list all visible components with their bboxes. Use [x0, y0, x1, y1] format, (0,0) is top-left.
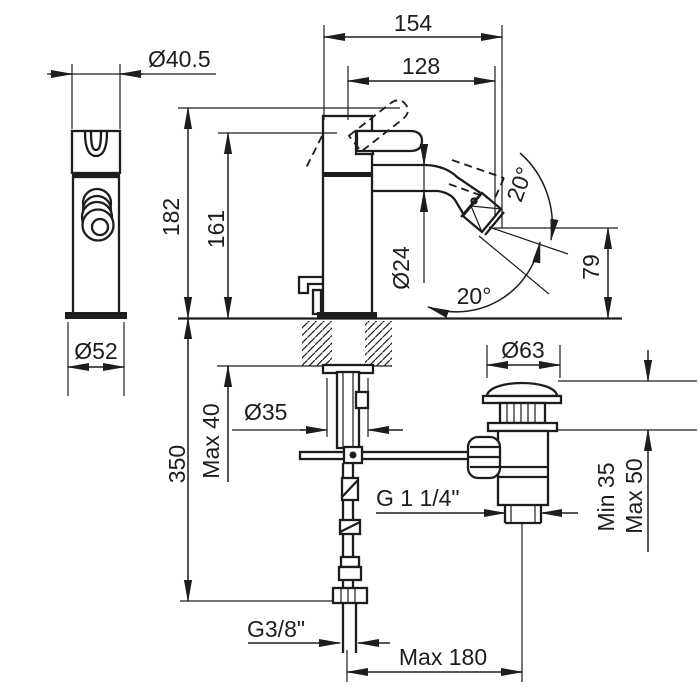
- dim-spout-diameter: Ø24: [388, 144, 429, 290]
- popup-rod-linkage: [298, 445, 472, 465]
- dim-waste-cap-diameter-label: Ø63: [501, 337, 544, 363]
- dim-supply-thread: G3/8": [247, 616, 390, 648]
- dim-154: 154: [322, 10, 504, 228]
- dim-161-label: 161: [203, 210, 229, 248]
- dim-waste-cap-diameter: Ø63: [485, 337, 562, 378]
- spout: [372, 163, 505, 236]
- dim-cap-diameter-label: Ø40.5: [148, 46, 211, 72]
- dim-angle-upper: 20°: [501, 163, 537, 205]
- counter-deck: [178, 312, 622, 367]
- dim-base-diameter-label: Ø52: [74, 338, 117, 364]
- dim-angle-lower-label: 20°: [457, 283, 492, 309]
- dim-deck-thickness-label: Max 40: [198, 403, 224, 478]
- popup-rod-back: [297, 275, 325, 316]
- dim-182-label: 182: [158, 198, 184, 236]
- spout-angle-annotation: [426, 152, 569, 318]
- side-view: [65, 129, 127, 319]
- dim-hole-diameter-label: Ø35: [244, 399, 287, 425]
- dim-deck-thickness: Max 40: [198, 364, 233, 482]
- dim-128: 128: [346, 53, 497, 215]
- dim-waste-thread: G 1 1/4": [376, 485, 578, 518]
- lever-handle-raised-dashed: [304, 99, 409, 171]
- waste-knurled-knob: [466, 435, 502, 480]
- side-handle-knob: [80, 187, 115, 242]
- dim-hole-diameter: Ø35: [232, 378, 403, 437]
- front-view: [297, 99, 569, 318]
- dim-79-label: 79: [578, 254, 604, 280]
- dim-waste-offset-label: Max 180: [399, 644, 487, 670]
- dim-350: 350: [164, 316, 333, 603]
- dim-128-label: 128: [402, 53, 440, 79]
- dim-supply-thread-label: G3/8": [247, 616, 305, 642]
- dim-angle-upper-label: 20°: [501, 163, 537, 205]
- dim-182: 182: [158, 106, 400, 320]
- dim-spout-diameter-label: Ø24: [388, 246, 414, 290]
- mounting-shank: [321, 363, 375, 450]
- dim-161: 161: [203, 131, 337, 320]
- dim-waste-offset: Max 180: [345, 644, 524, 682]
- dim-angle-lower: 20°: [457, 283, 492, 309]
- dim-waste-thread-label: G 1 1/4": [376, 485, 460, 511]
- dim-base-diameter: Ø52: [66, 322, 126, 396]
- popup-waste: [466, 381, 563, 682]
- dim-waste-clamp-range: Min 35 Max 50: [557, 350, 697, 552]
- dim-clamp-max-label: Max 50: [621, 458, 647, 533]
- dim-cap-diameter: Ø40.5: [47, 46, 216, 129]
- dim-clamp-min-label: Min 35: [593, 462, 619, 531]
- dim-79: 79: [494, 226, 618, 320]
- spout-raised-dashed: [448, 159, 505, 201]
- dim-154-label: 154: [394, 10, 433, 36]
- supply-hose: [331, 463, 369, 653]
- dim-350-label: 350: [164, 445, 190, 483]
- lever-handle: [354, 129, 424, 156]
